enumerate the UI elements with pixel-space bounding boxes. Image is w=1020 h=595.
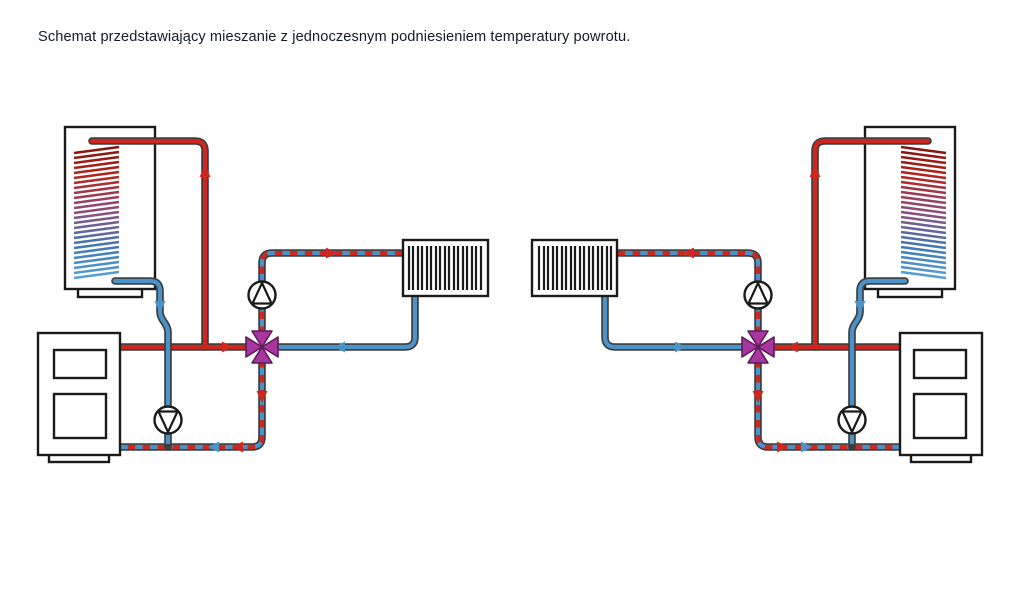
flow-arrow-left-icon: [208, 441, 219, 453]
valve-port-top: [251, 330, 273, 348]
flow-arrow-left-icon: [334, 341, 345, 353]
circulation-pump-heating-circuit: [247, 280, 277, 310]
radiator-fins-icon: [407, 246, 483, 290]
valve-port-left: [245, 336, 263, 358]
indoor-unit-upper-panel: [52, 348, 108, 380]
mixed-supply-pipe-outline: [258, 249, 410, 338]
radiator: [401, 238, 490, 298]
right-heating-system: [532, 127, 982, 462]
mixed-supply-pipe: [259, 250, 409, 337]
generator-supply-vertical: [89, 138, 208, 350]
left-heating-system: [36, 125, 490, 464]
mixed-return-pipe: [113, 357, 265, 450]
pump-direction-triangle: [251, 281, 273, 305]
circulation-pump-generator-circuit: [153, 405, 183, 435]
flow-arrow-down-icon: [256, 391, 268, 403]
mixed-return-pipe-stripes: [116, 360, 265, 450]
diagram-caption: Schemat przedstawiający mieszanie z jedn…: [38, 29, 631, 45]
heat-exchanger-coil-icon: [73, 145, 120, 280]
indoor-unit: [36, 331, 122, 457]
indoor-unit-lower-panel: [52, 392, 108, 440]
four-way-mixing-valve: [245, 330, 279, 364]
flow-arrow-down-icon: [154, 301, 166, 313]
flow-arrow-up-icon: [199, 165, 211, 177]
flow-arrow-left-icon: [232, 441, 243, 453]
radiator-return-pipe-outline: [271, 288, 419, 351]
pipe-junction-dot: [164, 443, 172, 451]
flow-arrow-right-icon: [222, 341, 233, 353]
mixed-return-pipe-outline: [112, 356, 266, 451]
radiator-return-pipe: [272, 289, 418, 350]
mixed-supply-pipe-stripes: [259, 250, 406, 334]
valve-port-bottom: [251, 346, 273, 364]
flow-arrow-right-icon: [326, 247, 337, 259]
pump-direction-triangle: [157, 410, 179, 434]
valve-port-right: [261, 336, 279, 358]
heat-pump-outdoor-unit: [63, 125, 157, 291]
